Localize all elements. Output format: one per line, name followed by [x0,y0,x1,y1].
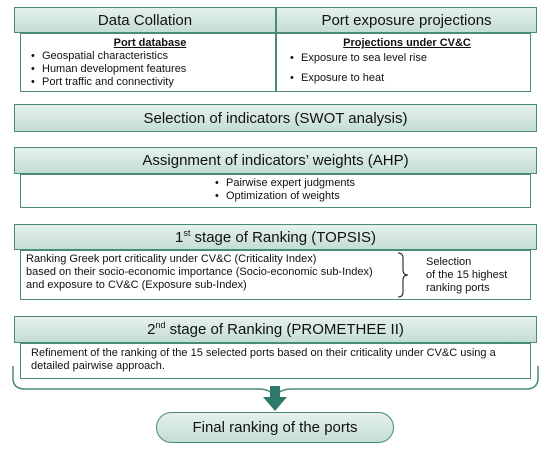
list-item: Exposure to sea level rise [290,52,524,65]
promethee-header: 2nd stage of Ranking (PROMETHEE II) [14,316,537,343]
ahp-box: Pairwise expert judgments Optimization o… [20,174,531,208]
swot-header: Selection of indicators (SWOT analysis) [14,104,537,132]
selection-note: Selection of the 15 highest ranking port… [426,256,531,295]
list-item: Geospatial characteristics [31,50,269,63]
topsis-header: 1st stage of Ranking (TOPSIS) [14,224,537,250]
list-item: Exposure to heat [290,72,524,85]
final-ranking-title: Final ranking of the ports [192,419,358,436]
topsis-box [20,250,531,300]
swot-title: Selection of indicators (SWOT analysis) [143,109,408,127]
topsis-label: stage of Ranking (TOPSIS) [190,228,376,246]
ahp-list: Pairwise expert judgments Optimization o… [215,177,530,203]
right-brace-icon [397,252,409,298]
port-database-list: Geospatial characteristics Human develop… [31,50,269,89]
data-collation-title: Data Collation [97,11,193,29]
projections-box: Projections under CV&C Exposure to sea l… [276,33,531,92]
promethee-box: Refinement of the ranking of the 15 sele… [20,343,531,379]
final-ranking-pill: Final ranking of the ports [156,412,394,443]
ahp-title: Assignment of indicators’ weights (AHP) [142,152,409,169]
data-collation-header: Data Collation [14,7,276,33]
list-item: Port traffic and connectivity [31,76,269,89]
list-item: Pairwise expert judgments [215,177,530,190]
text-line: Ranking Greek port criticality under CV&… [26,253,317,265]
list-item: Human development features [31,63,269,76]
topsis-ordinal-suffix: st [183,227,191,238]
port-exposure-header: Port exposure projections [276,7,537,33]
topsis-ordinal: 1 [175,228,184,246]
promethee-label: stage of Ranking (PROMETHEE II) [165,321,404,338]
promethee-title: 2nd stage of Ranking (PROMETHEE II) [147,320,404,339]
text-line: and exposure to CV&C (Exposure sub-Index… [26,279,247,291]
projections-list: Exposure to sea level rise Exposure to h… [290,52,524,85]
text-line: detailed pairwise approach. [31,360,165,372]
promethee-ordinal-suffix: nd [155,320,166,330]
text-line: Refinement of the ranking of the 15 sele… [31,347,496,359]
promethee-ordinal: 2 [147,321,156,338]
port-database-box: Port database Geospatial characteristics… [20,33,276,92]
port-exposure-title: Port exposure projections [321,11,492,29]
list-item: Optimization of weights [215,190,530,203]
topsis-title: 1st stage of Ranking (TOPSIS) [175,227,376,246]
text-line: ranking ports [426,282,490,294]
port-database-subtitle: Port database [113,37,187,49]
projections-subtitle: Projections under CV&C [343,37,471,49]
text-line: Selection [426,256,472,268]
text-line: based on their socio-economic importance… [26,266,373,278]
text-line: of the 15 highest [426,269,508,281]
topsis-description: Ranking Greek port criticality under CV&… [26,253,396,292]
down-arrow-icon [263,386,287,411]
ahp-header: Assignment of indicators’ weights (AHP) [14,147,537,174]
